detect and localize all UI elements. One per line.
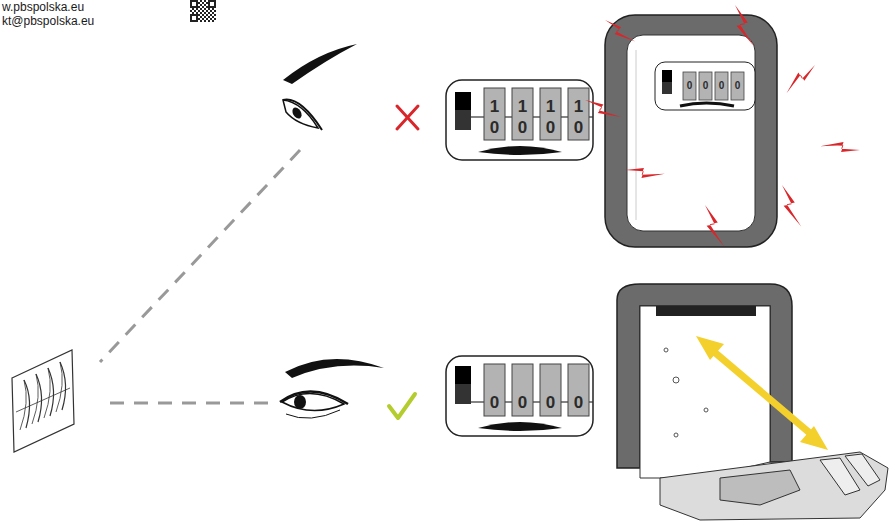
sight-line [110,402,272,405]
wrong-mark [397,106,418,129]
correct-mark [389,394,415,418]
dial-digit: 0 [574,394,583,411]
dial-digit: 0 [719,81,725,91]
dial-digit: 0 [518,394,527,411]
dial-digit: 0 [546,119,555,136]
dial-digit: 1 [490,98,499,115]
qr-code [190,0,216,22]
impact-bolt [605,12,635,49]
dial-digit: 0 [574,119,583,136]
impact-bolt [782,185,801,227]
dial-digit: 0 [735,81,741,91]
dial-digit: 1 [518,98,527,115]
impact-bolt [820,132,860,165]
dial-digit: 0 [490,119,499,136]
dial-digit: 1 [574,98,583,115]
impact-bolt [705,205,724,247]
impact-bolt [625,155,665,188]
dial-digit: 1 [546,98,555,115]
dial-digit: 0 [490,394,499,411]
dial-digit: 0 [546,394,555,411]
impact-bolt [781,65,821,93]
lock-box-open [617,284,888,520]
lock-box-closed [585,5,860,247]
sight-line [100,150,300,362]
combination-dial [446,356,593,436]
dial-digit: 0 [518,119,527,136]
eye-level [280,359,384,418]
contact-text: w.pbspolska.eu [2,1,84,13]
combination-dial [446,80,593,160]
contact-text: kt@pbspolska.eu [2,15,94,27]
dial-digit: 0 [703,81,709,91]
dial-digit: 0 [687,81,693,91]
eye-angled [283,44,357,130]
impact-bolt [585,89,621,128]
impact-bolt [735,5,754,47]
dial-plaque [12,350,74,452]
